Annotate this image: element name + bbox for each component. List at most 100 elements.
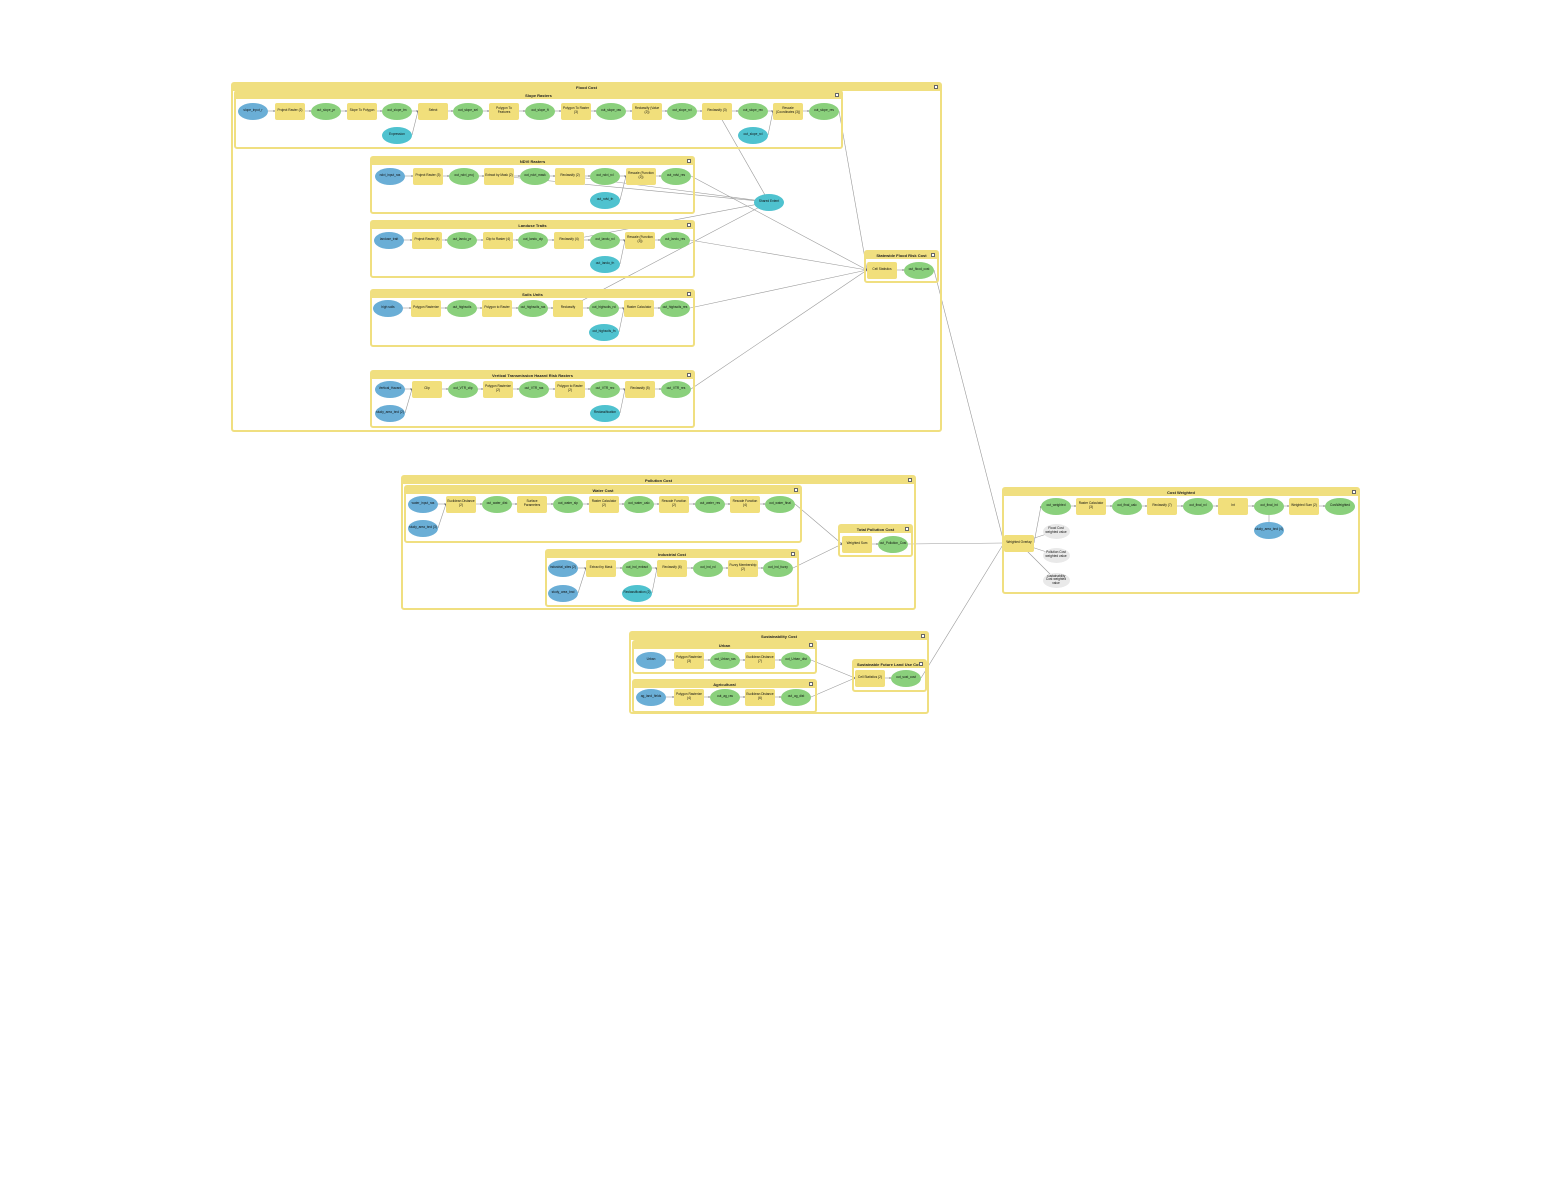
tool-node[interactable]: Rescale (Function (2)) [626,167,656,185]
tool-node[interactable]: Project Raster (4) [412,231,442,249]
tool-node[interactable]: Surface Parameters [517,495,547,513]
tool-node[interactable]: Weighted Overlay [1004,534,1034,552]
output-data-node[interactable]: out_final_int [1254,497,1284,515]
tool-node[interactable]: Reclassify (5) [625,380,655,398]
input-data-node[interactable]: study_area_bnd (2) [375,404,405,422]
tool-node[interactable]: Raster Calculator (3) [1076,497,1106,515]
output-data-node[interactable]: out_landu_res [660,231,690,249]
output-data-node[interactable]: out_ind_extract [622,559,652,577]
group-ag[interactable]: Agricultural [632,679,817,713]
connector-line[interactable] [689,269,868,309]
collapse-group-icon[interactable] [908,478,912,482]
tool-node[interactable]: Euclidean Distance (6) [745,688,775,706]
tool-node[interactable]: Slope To Polygon [347,102,377,120]
group-urban[interactable]: Urban [632,640,817,674]
output-data-node[interactable]: out_ndvi_res [661,167,691,185]
parameter-node[interactable]: out_ndvi_fn [590,191,620,209]
output-data-node[interactable]: out_Urban_ras [710,651,740,669]
collapse-group-icon[interactable] [921,634,925,638]
input-data-node[interactable]: industrial_sites (2) [548,559,578,577]
output-data-node[interactable]: out_highsoils_res [660,299,690,317]
connector-line[interactable] [933,269,1005,544]
tool-node[interactable]: Reclassify (4) [554,231,584,249]
collapse-group-icon[interactable] [809,643,813,647]
output-data-node[interactable]: out_ag_ras [710,688,740,706]
tool-node[interactable]: Rescale Function (2) [659,495,689,513]
parameter-node[interactable]: Reclassification [590,404,620,422]
collapse-group-icon[interactable] [794,488,798,492]
connector-line[interactable] [411,110,419,136]
collapse-group-icon[interactable] [687,373,691,377]
output-data-node[interactable]: out_final_calc [1112,497,1142,515]
connector-line[interactable] [920,542,1005,679]
collapse-group-icon[interactable] [687,292,691,296]
tool-node[interactable]: Reclassify (7) [1147,497,1177,515]
tool-node[interactable]: Project Raster (2) [275,102,305,120]
connector-line[interactable] [437,503,447,529]
connector-line[interactable] [1033,505,1042,544]
output-data-node[interactable]: out_weighted [1041,497,1071,515]
parameter-node[interactable]: Expression [382,126,412,144]
input-data-node[interactable]: ndvi_input_ras [375,167,405,185]
group-sust-calc[interactable]: Sustainable Future Land Use Cost [852,659,927,692]
tool-node[interactable]: Polygon to Raster (2) [555,380,585,398]
connector-line[interactable] [907,542,1005,545]
tool-node[interactable]: Reclassify (3) [702,102,732,120]
output-data-node[interactable]: out_Urban_dist [781,651,811,669]
output-data-node[interactable]: out_VTR_res [661,380,691,398]
tool-node[interactable]: Extract by Mask [586,559,616,577]
input-data-node[interactable]: Vertical_Hazard [375,380,405,398]
tool-node[interactable]: Project Raster (3) [413,167,443,185]
output-data-node[interactable]: out_water_final [765,495,795,513]
connector-line[interactable] [690,269,868,390]
tool-node[interactable]: Polygon Rasterize (3) [674,651,704,669]
tool-node[interactable]: Polygon Rasterize [411,299,441,317]
group-pollution-calc[interactable]: Total Pollution Cost [838,524,913,557]
output-data-node[interactable]: out_highsoils_rcl [589,299,619,317]
tool-node[interactable]: Clip [412,380,442,398]
tool-node[interactable]: Raster Calculator (2) [589,495,619,513]
output-data-node[interactable]: out_slope_rcl [667,102,697,120]
tool-node[interactable]: Clip to Raster (4) [483,231,513,249]
input-data-node[interactable]: water_input_ras [408,495,438,513]
output-data-node[interactable]: out_ind_fuzzy [763,559,793,577]
tool-node[interactable]: Reclassify (Value (2)) [632,102,662,120]
output-data-node[interactable]: out_Pollution_Cost [878,535,908,553]
output-data-node[interactable]: out_slope_rec [738,102,768,120]
output-data-node[interactable]: out_sust_cost [891,669,921,687]
input-data-node[interactable]: high soils [373,299,403,317]
tool-node[interactable]: Weighted Sum [842,535,872,553]
collapse-group-icon[interactable] [934,85,938,89]
connector-line[interactable] [838,110,868,271]
connector-line[interactable] [618,307,625,333]
tool-node[interactable]: Polygon To Raster (3) [561,102,591,120]
collapse-group-icon[interactable] [905,527,909,531]
tool-node[interactable]: Extract by Mask (2) [484,167,514,185]
tool-node[interactable]: Int [1218,497,1248,515]
parameter-node[interactable]: out_highsoils_fn [589,323,619,341]
group-industrial[interactable]: Industrial Cost [545,549,799,607]
connector-line[interactable] [810,677,856,698]
output-data-node[interactable]: out_VTR_clip [448,380,478,398]
connector-line[interactable] [577,567,587,594]
group-ndvi[interactable]: NDVI Rasters [370,156,695,214]
output-data-node[interactable]: out_flood_cost [904,261,934,279]
group-land[interactable]: Landuse Traits [370,220,695,278]
output-data-node[interactable]: out_slope_tm [382,102,412,120]
parameter-node[interactable]: out_landu_fn [590,255,620,273]
group-flood-calc[interactable]: Statewide Flood Risk Cost [864,250,939,283]
output-data-node[interactable]: CostWeighted [1325,497,1355,515]
output-data-node[interactable]: out_highsoils [447,299,477,317]
collapse-group-icon[interactable] [1352,490,1356,494]
parameter-node[interactable]: Reclassification (2) [622,584,652,602]
tool-node[interactable]: Polygon Rasterize (2) [483,380,513,398]
group-soils[interactable]: Soils Units [370,289,695,347]
tool-node[interactable]: Cell Statistics [867,261,897,279]
tool-node[interactable]: Euclidean Distance (2) [446,495,476,513]
output-data-node[interactable]: out_ndvi_mask [520,167,550,185]
collapse-group-icon[interactable] [809,682,813,686]
tool-node[interactable]: Cell Statistics (2) [855,669,885,687]
connector-line[interactable] [619,388,626,414]
input-data-node[interactable]: ag_land_fields [636,688,666,706]
group-vriver[interactable]: Vertical Transmission Hazard Risk Raster… [370,370,695,428]
